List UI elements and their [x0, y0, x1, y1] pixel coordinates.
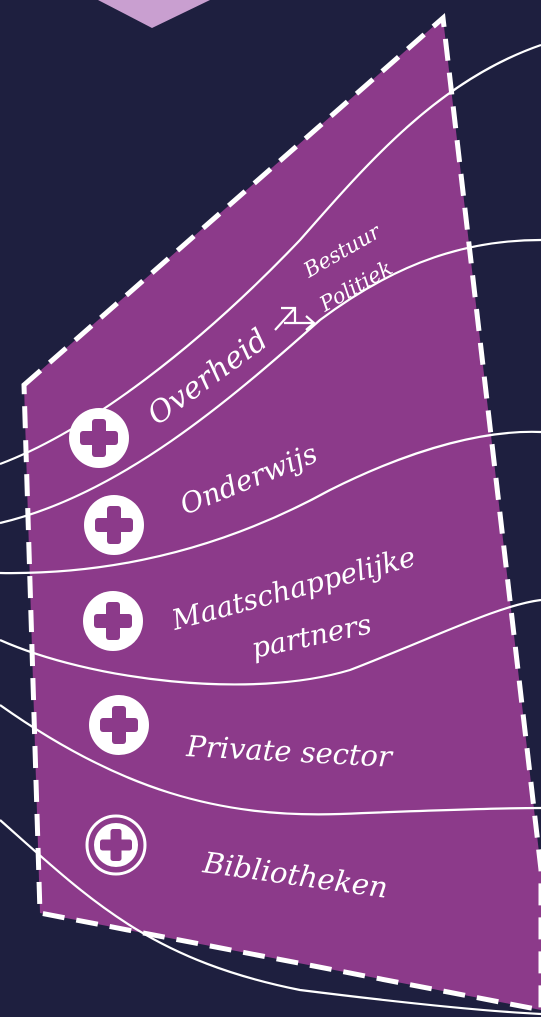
onderwijs-plus-button[interactable]	[84, 495, 144, 555]
plus-circle-icon	[89, 695, 149, 755]
top-accent-shape	[98, 0, 210, 28]
arrow-right-icon	[284, 315, 316, 331]
flow-line-4	[0, 598, 541, 686]
plus-circle-icon	[83, 591, 143, 651]
maatschappelijke-partners-plus-button[interactable]	[83, 591, 143, 651]
flow-line-3	[0, 430, 541, 575]
panel-dashed-border	[21, 12, 541, 1013]
bibliotheken-plus-button[interactable]	[85, 814, 147, 876]
flow-line-6	[0, 819, 541, 1016]
plus-circle-icon	[84, 495, 144, 555]
overheid-plus-button[interactable]	[69, 408, 129, 468]
plus-circle-outline-icon	[85, 814, 147, 876]
arrow-up-right-icon	[274, 306, 297, 331]
flow-line-2	[0, 238, 541, 525]
flow-line-5	[0, 704, 541, 816]
private-sector-plus-button[interactable]	[89, 695, 149, 755]
plus-circle-icon	[69, 408, 129, 468]
